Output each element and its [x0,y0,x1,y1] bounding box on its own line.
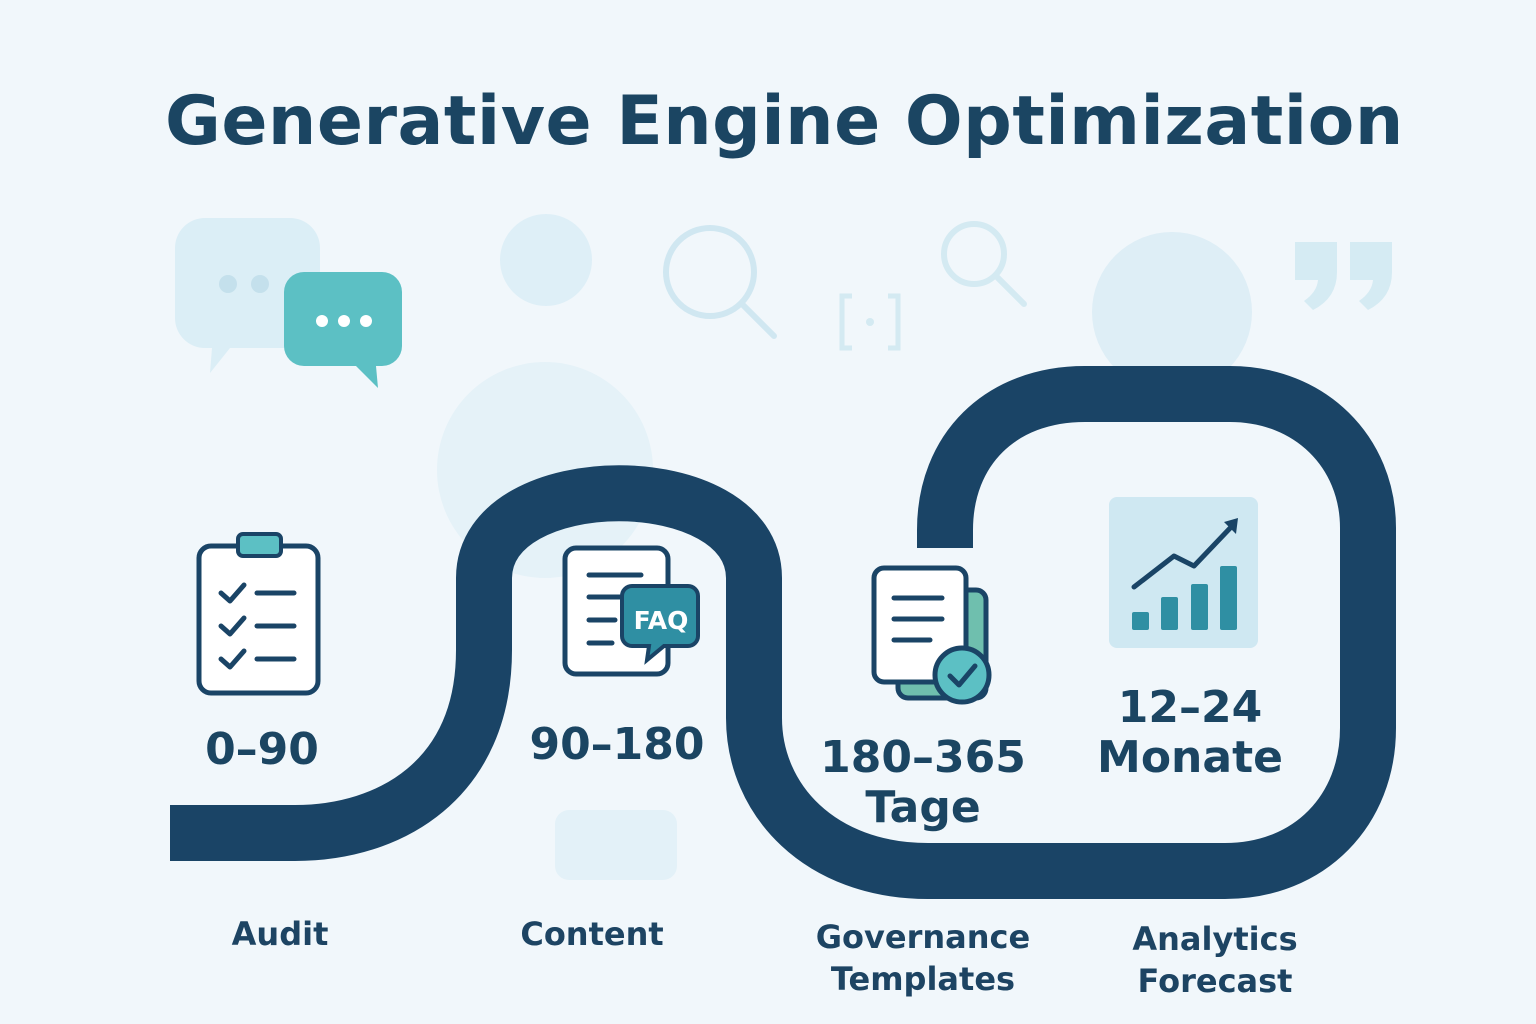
chat-bubble-icon [284,272,402,388]
phase-label-governance: Governance Templates [815,918,1031,998]
roadmap-path [170,366,1396,899]
faded-card [555,810,677,880]
period-label-audit: 0–90 [205,724,319,775]
faq-document-icon: FAQ [562,545,700,677]
document-check-icon [871,565,992,705]
growth-chart-icon [1109,497,1258,648]
diagram-title: Generative Engine Optimization [165,82,1404,161]
faded-search-icon-small [941,221,1027,307]
phase-label-analytics: Analytics Forecast [1132,920,1298,1000]
faded-quote-icon [1295,242,1392,310]
faded-search-icon [663,225,777,339]
clipboard-checklist-icon [196,532,321,696]
faded-circle [500,214,592,306]
phase-label-content: Content [520,915,664,953]
period-label-content: 90–180 [529,719,705,770]
faded-circle-right [1092,232,1252,392]
faq-badge: FAQ [634,606,689,635]
period-label-governance: 180–365 Tage [820,732,1026,833]
faded-bracket-icon [839,293,901,351]
faded-chat-bubble-icon [175,218,320,373]
period-label-analytics: 12–24 Monate [1097,682,1283,783]
background-decorations [175,214,1392,880]
phase-label-audit: Audit [231,915,329,953]
